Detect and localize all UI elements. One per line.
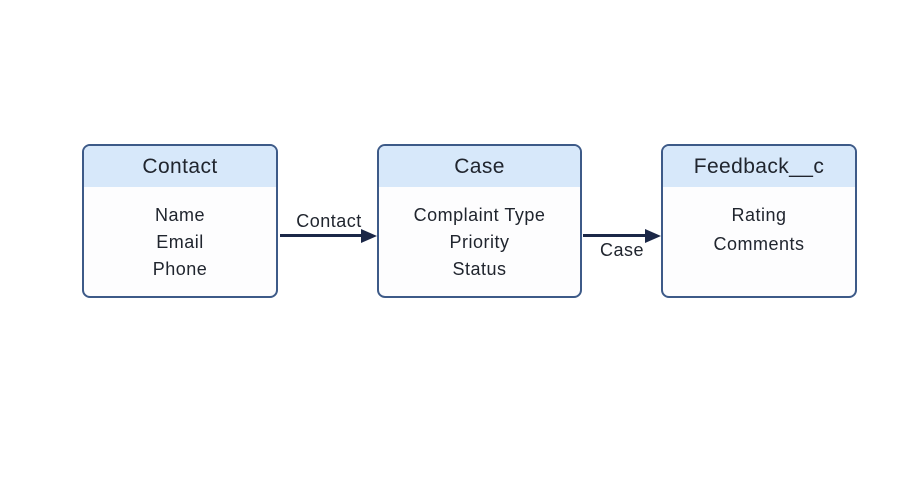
entity-title: Case [454, 154, 505, 178]
entity-field-list: Complaint Type Priority Status [379, 187, 580, 283]
entity-field-list: Name Email Phone [84, 187, 276, 283]
relationship-arrow-line [583, 234, 646, 237]
entity-field: Status [452, 259, 507, 279]
entity-field-list: Rating Comments [663, 187, 855, 259]
entity-box-feedback: Feedback__c Rating Comments [661, 144, 857, 298]
entity-header: Case [379, 146, 580, 187]
entity-field: Comments [713, 234, 805, 254]
entity-header: Contact [84, 146, 276, 187]
entity-field: Priority [449, 232, 510, 252]
entity-box-contact: Contact Name Email Phone [82, 144, 278, 298]
relationship-label: Contact [296, 211, 362, 231]
entity-field: Name [154, 205, 205, 225]
relationship-arrow-line [280, 234, 362, 237]
entity-field: Email [156, 232, 204, 252]
arrow-head-icon [361, 228, 377, 243]
entity-title: Contact [142, 154, 218, 178]
entity-field: Complaint Type [413, 205, 546, 225]
entity-title: Feedback__c [693, 154, 825, 178]
entity-field: Rating [731, 205, 787, 225]
entity-header: Feedback__c [663, 146, 855, 187]
entity-field: Phone [152, 259, 208, 279]
entity-box-case: Case Complaint Type Priority Status [377, 144, 582, 298]
arrow-head-icon [645, 228, 661, 243]
relationship-label: Case [599, 240, 645, 260]
